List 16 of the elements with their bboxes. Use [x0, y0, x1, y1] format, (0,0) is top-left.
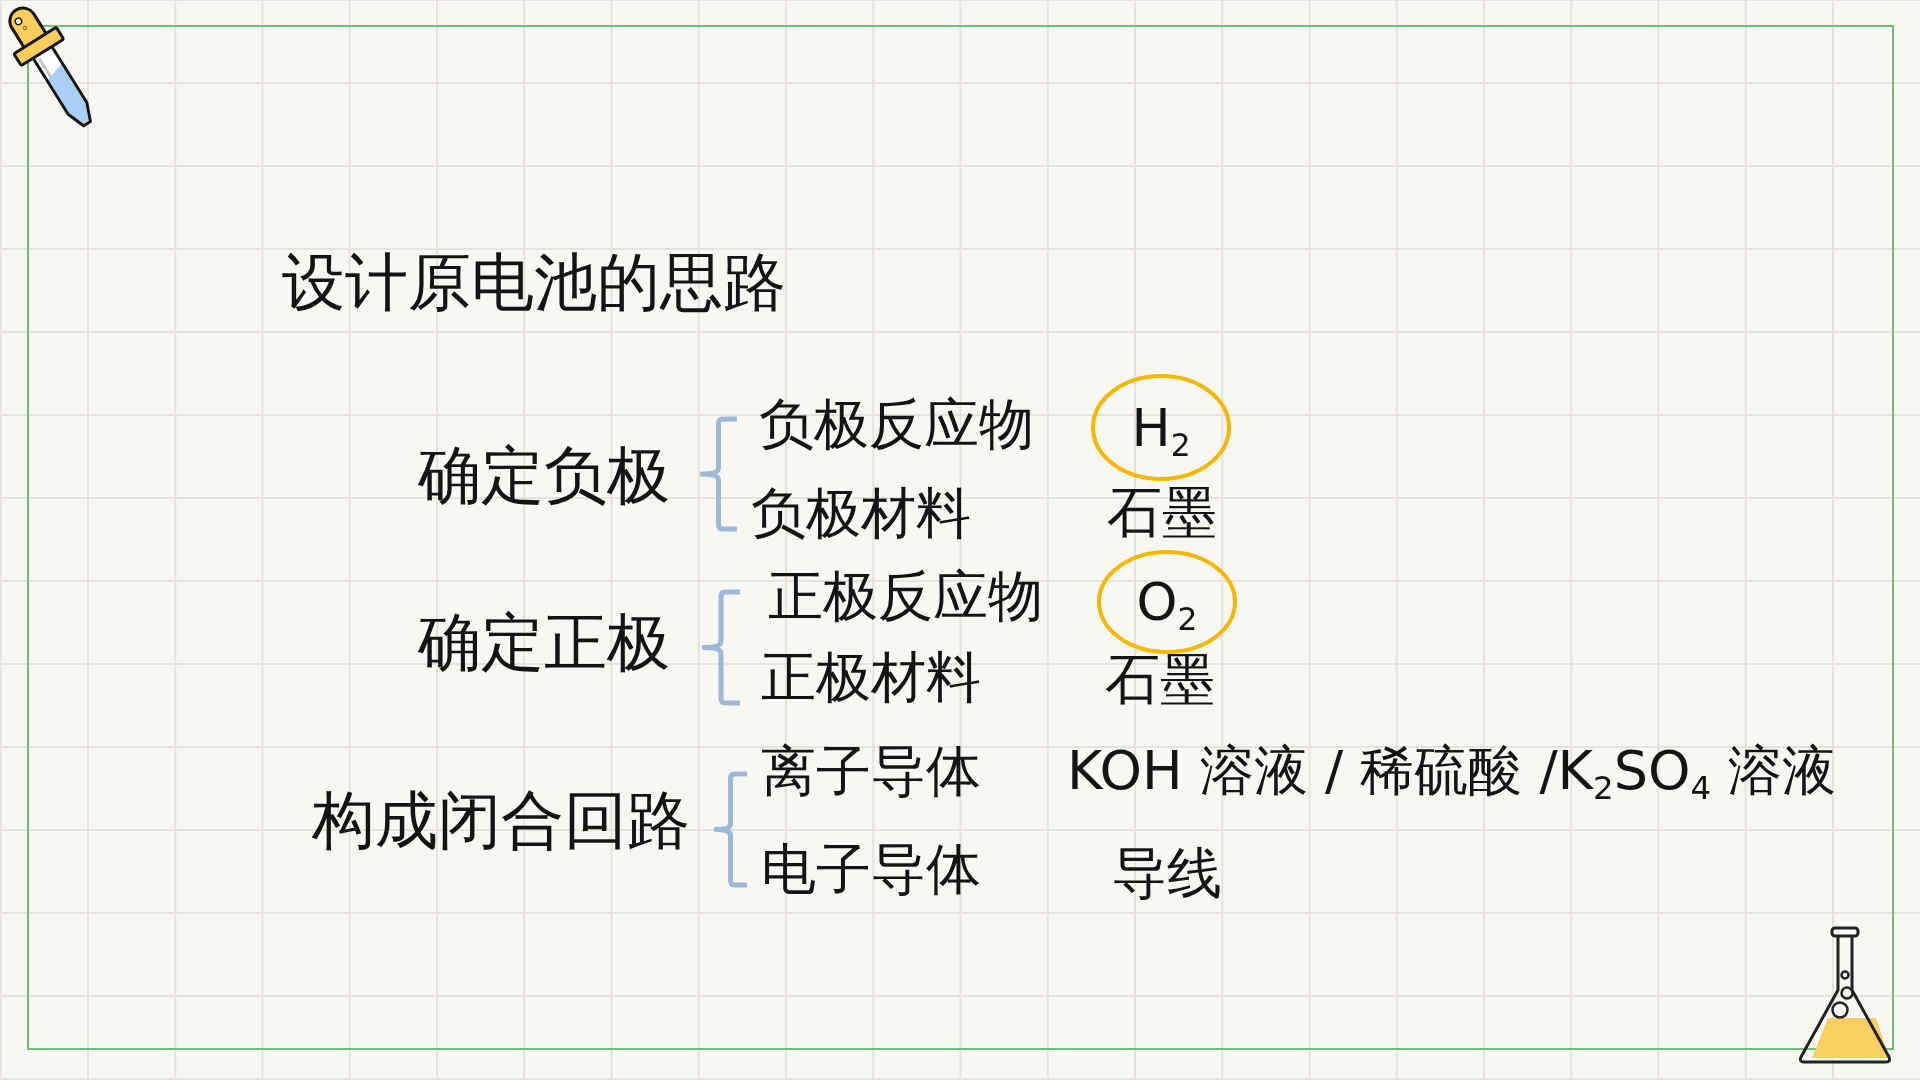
value-text: KOH 溶液 / 稀硫酸 /K$_{2}$SO$_{4}$ 溶液 [1067, 744, 1837, 798]
category-label: 构成闭合回路 [312, 788, 690, 852]
item-label: 离子导体 [761, 743, 981, 799]
item-label: 电子导体 [761, 841, 981, 897]
item-label: 正极材料 [761, 649, 981, 705]
heading: 设计原电池的思路 [282, 250, 786, 314]
item-label: 正极反应物 [768, 568, 1043, 624]
value-text: 石墨 [1107, 484, 1217, 540]
value-text: 石墨 [1105, 651, 1215, 707]
category-label: 确定负极 [418, 443, 670, 507]
item-label: 负极材料 [751, 485, 971, 541]
value-text: 导线 [1112, 845, 1222, 901]
circled-formula: H$_{2}$ [1091, 374, 1231, 481]
circled-formula: O$_{2}$ [1097, 550, 1237, 654]
category-label: 确定正极 [418, 610, 670, 674]
item-label: 负极反应物 [759, 396, 1034, 452]
